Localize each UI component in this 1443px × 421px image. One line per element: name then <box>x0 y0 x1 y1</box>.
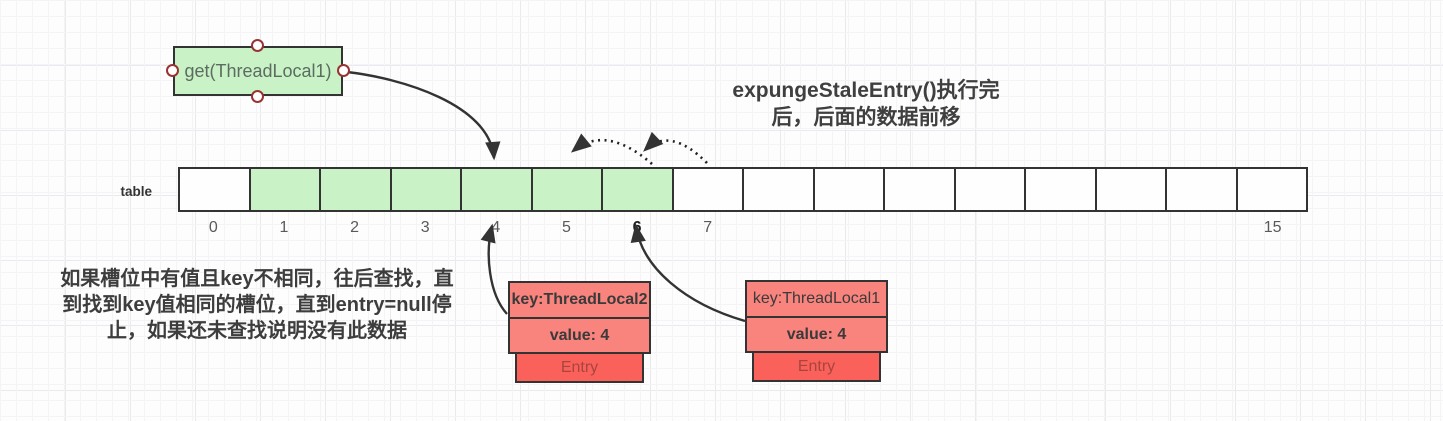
selection-handle-top[interactable] <box>251 39 264 52</box>
entry-threadlocal1: key:ThreadLocal1 value: 4 Entry <box>745 280 888 382</box>
cell-index-label <box>814 219 885 237</box>
arrow-entry-threadlocal1-to-slot6 <box>630 223 746 323</box>
cell-index-label <box>884 219 955 237</box>
dotted-arc-slot7-to-slot6 <box>643 131 708 164</box>
lookup-note-line1: 如果槽位中有值且key不相同，往后查找，直 <box>60 268 454 290</box>
entry-key-row[interactable]: key:ThreadLocal2 <box>508 281 651 319</box>
table-cell[interactable] <box>601 169 672 210</box>
entry-value-row[interactable]: value: 4 <box>745 316 888 353</box>
table-cell[interactable] <box>319 169 390 210</box>
table-cell[interactable] <box>671 169 742 210</box>
selection-handle-bottom[interactable] <box>251 90 264 103</box>
arrow-get-to-slot4 <box>346 70 501 161</box>
table-cell[interactable] <box>1024 169 1095 210</box>
cell-index-label: 15 <box>1263 219 1282 236</box>
entry-value-row[interactable]: value: 4 <box>508 317 651 354</box>
entry-key-row[interactable]: key:ThreadLocal1 <box>745 280 888 318</box>
table-cell[interactable] <box>389 169 460 210</box>
table-cell[interactable] <box>180 169 249 210</box>
cell-index-label <box>955 219 1026 237</box>
cell-index-label <box>1026 219 1097 237</box>
expunge-note-line1: expungeStaleEntry()执行完 <box>732 79 1000 102</box>
cell-index-label: 4 <box>491 219 501 236</box>
cell-index-label <box>1167 219 1238 237</box>
table-cell[interactable] <box>248 169 319 210</box>
table-cell[interactable] <box>812 169 883 210</box>
table-cell[interactable] <box>530 169 601 210</box>
cell-index-label: 0 <box>208 219 218 236</box>
arrow-entry-threadlocal2-to-slot4 <box>480 223 508 315</box>
cell-index-label: 6 <box>632 219 642 236</box>
cell-index-label: 5 <box>561 219 571 236</box>
table-label[interactable]: table <box>120 184 152 199</box>
lookup-note-line3: 止，如果还未查找说明没有此数据 <box>107 320 407 342</box>
lookup-note-line2: 到找到key值相同的槽位，直到entry=null停 <box>62 294 452 316</box>
cell-index-label: 3 <box>420 219 430 236</box>
selection-handle-right[interactable] <box>337 64 350 77</box>
dotted-arc-slot6-to-slot5 <box>570 133 653 165</box>
selection-handle-left[interactable] <box>166 64 179 77</box>
table-cell[interactable] <box>742 169 813 210</box>
cell-index-label: 7 <box>703 219 713 236</box>
expunge-note[interactable]: expungeStaleEntry()执行完 后，后面的数据前移 <box>680 77 1052 131</box>
entry-type-tag[interactable]: Entry <box>515 352 644 383</box>
table-cell[interactable] <box>953 169 1024 210</box>
get-threadlocal1-box[interactable]: get(ThreadLocal1) <box>166 39 350 103</box>
table-cell[interactable] <box>1165 169 1236 210</box>
table-cell[interactable] <box>460 169 531 210</box>
table-cells <box>178 167 1308 212</box>
entry-type-tag[interactable]: Entry <box>752 351 881 382</box>
table-cell[interactable] <box>883 169 954 210</box>
entry-threadlocal2: key:ThreadLocal2 value: 4 Entry <box>508 281 651 383</box>
cell-index-label: 2 <box>350 219 360 236</box>
get-box-label: get(ThreadLocal1) <box>184 60 332 81</box>
expunge-note-line2: 后，后面的数据前移 <box>771 106 961 129</box>
cell-index-label: 1 <box>279 219 289 236</box>
table-cell[interactable] <box>1235 169 1306 210</box>
lookup-explanation-note[interactable]: 如果槽位中有值且key不相同，往后查找，直 到找到key值相同的槽位，直到ent… <box>28 266 486 344</box>
table-labels: 0 1 2 3 4 5 6 7 15 <box>178 219 1308 237</box>
cell-index-label <box>743 219 814 237</box>
cell-index-label <box>1096 219 1167 237</box>
table-cell[interactable] <box>1094 169 1165 210</box>
